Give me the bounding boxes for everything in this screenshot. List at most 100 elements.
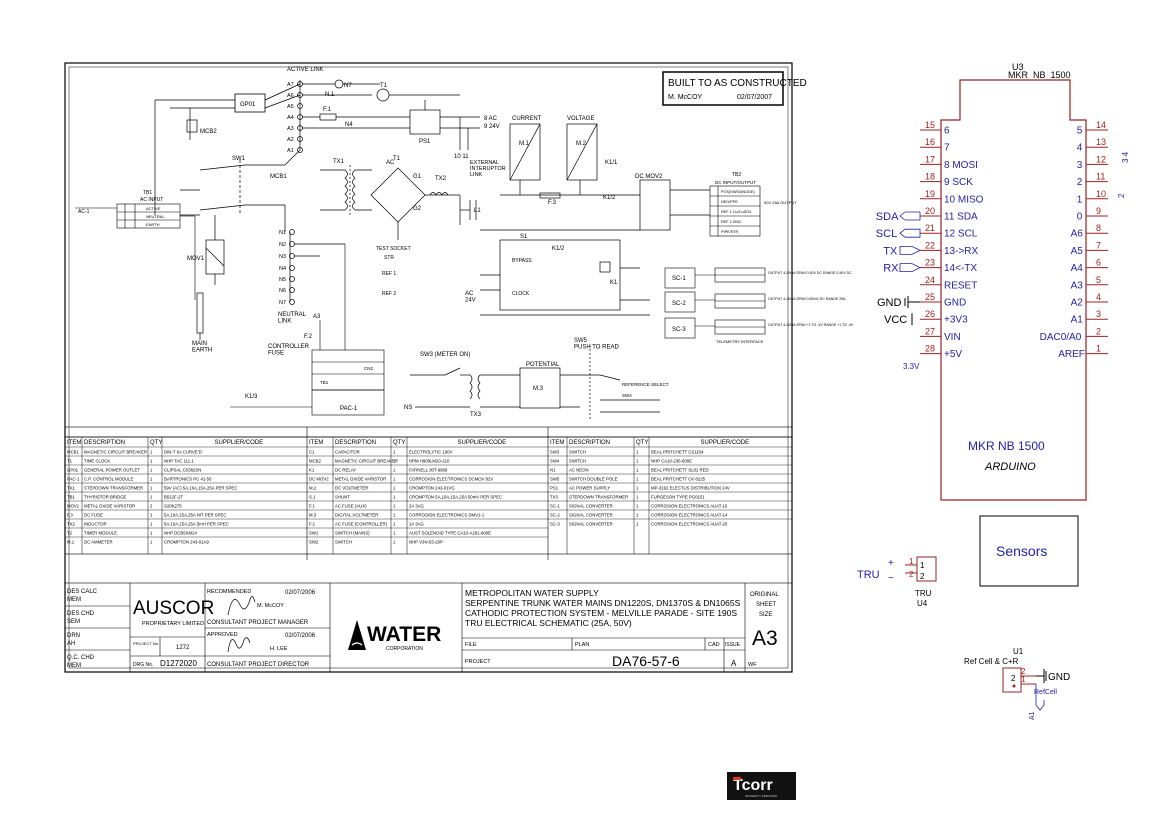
parts-table-cell: AC NEON	[569, 468, 589, 473]
recommended-label: RECOMMENDED	[207, 589, 251, 595]
mkr-pin-number: 11	[1096, 172, 1105, 182]
parts-table-cell: 1	[150, 513, 153, 518]
parts-table-header: QTY	[393, 440, 405, 446]
mem2-label: MEM	[67, 663, 81, 669]
mkr-pin-number: 8	[1096, 223, 1101, 233]
parts-table-cell: F.1	[309, 504, 315, 509]
tb2-row-label: NEG/PPE	[721, 200, 738, 204]
ac-label: AC	[386, 160, 395, 166]
parts-table-cell: SC-2	[550, 513, 560, 518]
ac8-label: 8 AC	[484, 116, 498, 122]
f1-label: F.1	[323, 107, 332, 113]
issue-label: ISSUE	[725, 642, 741, 648]
parts-table-cell: DC FUSE	[84, 513, 103, 518]
stamp-author: M. McCOY	[668, 94, 703, 101]
sw1-label: SW1	[232, 156, 246, 162]
parts-table-cell: FARNELL 30T-9968	[409, 468, 448, 473]
tb1-row-neutral: NEUTRAL	[146, 214, 165, 219]
tb2-row-label: PIPE/STR	[721, 230, 739, 234]
parts-table-cell: N1	[550, 468, 556, 473]
mkr-pin-name: A1	[1071, 315, 1084, 326]
sw4-label: SW4	[622, 393, 632, 398]
n-terminal-label: N2	[279, 242, 286, 248]
parts-table-cell: CORROSION ELECTRONICS DCMOV 82V	[409, 477, 493, 482]
a-terminal-label: A5	[287, 104, 294, 110]
parts-table-cell: DC RELAY	[335, 468, 356, 473]
parts-table-cell: T1	[67, 459, 73, 464]
ac-input-label: AC INPUT	[140, 197, 163, 203]
parts-table-cell: 1	[150, 540, 153, 545]
size-label: SIZE	[759, 612, 772, 618]
parts-table-cell: 1	[150, 477, 153, 482]
mkr-pin-number: 22	[925, 240, 935, 250]
mkr-pin-name: A4	[1071, 263, 1084, 274]
tru-plus: +	[888, 558, 894, 569]
refcell-pin-a: 2	[1021, 667, 1026, 676]
parts-table-cell: SHUNT	[335, 495, 350, 500]
file-label: FILE	[465, 642, 477, 648]
parts-table-cell: CAPACITOR	[335, 450, 360, 455]
mkr-pin-number: 13	[1096, 137, 1106, 147]
parts-table-cell: M.2	[309, 486, 317, 491]
project-no: 1272	[176, 645, 190, 651]
tru-minus: −	[888, 573, 894, 584]
mkr-pin-number: 3	[1096, 309, 1101, 319]
mkr-side-label-a: 3 4	[1121, 151, 1130, 163]
approved-label: APPROVED	[207, 632, 238, 638]
company-name: AUSCOR	[133, 598, 214, 619]
parts-table-cell: AC FUSE (CONTROLLER)	[335, 522, 388, 527]
mcb1-label: MCB1	[270, 174, 287, 180]
parts-table-header: SUPPLIER/CODE	[215, 440, 264, 446]
mkr-pin-name: A2	[1071, 298, 1084, 309]
tru-value: TRU	[915, 589, 932, 598]
sheet-size: A3	[752, 627, 778, 650]
mkr-pin-number: 26	[925, 309, 935, 319]
tcorr-logo-text: Tcorr	[733, 777, 773, 794]
parts-table-cell: GENERAL POWER OUTLET	[84, 468, 140, 473]
mkr-pin-number: 27	[925, 326, 935, 336]
parts-table-cell: 1	[636, 522, 639, 527]
parts-table-cell: 1	[150, 495, 153, 500]
n4-label: N4	[345, 122, 353, 128]
neutral-link-terminals	[289, 229, 345, 305]
stamp-title: BUILT TO AS CONSTRUCTED	[668, 78, 807, 89]
a3-label: A3	[313, 314, 321, 320]
parts-table-header: DESCRIPTION	[569, 440, 610, 446]
mkr-pin-name: 9 SCK	[944, 177, 973, 188]
tb2-out-label: 50V 25A OUTPUT	[764, 200, 797, 205]
tb2-row-label: REF 2 ZINC	[721, 220, 742, 224]
sc3-out-label: OUTPUT 4-20mA SPAN +1 TO -4V RANGE +1 TO…	[768, 323, 854, 327]
des-calc-label: DES CALC	[67, 589, 98, 595]
a-terminal-label: A3	[287, 126, 294, 132]
m1-label: M.1	[519, 141, 530, 147]
mkr-net-label: GND	[877, 297, 902, 309]
parts-table-cell: METAL OXIDE VARISTOR	[84, 504, 135, 509]
parts-table-cell: CLIPSAL C0382SN	[164, 468, 201, 473]
mkr-pin-number: 25	[925, 292, 935, 302]
k12-top-label: K1/2	[603, 195, 616, 201]
sc2-label: SC-2	[672, 301, 686, 307]
potential-label: POTENTIAL	[526, 362, 560, 368]
mkr-pin-number: 17	[925, 154, 935, 164]
mkr-pin-number: 6	[1096, 258, 1101, 268]
parts-table-header: ITEM	[67, 440, 81, 446]
parts-table-cell: SC-1	[550, 504, 560, 509]
tcorr-logo-sub: INTEGRITY SERVICES	[745, 794, 777, 798]
mkr-right-pins: 145134123112101908A67A56A45A34A23A12DAC0…	[1040, 120, 1108, 360]
mkr-pin-number: 1	[1096, 344, 1101, 354]
parts-table-cell: PS1	[550, 486, 559, 491]
mkr-board-name: MKR NB 1500	[968, 439, 1045, 453]
mkr-pin-name: 3	[1077, 160, 1083, 171]
parts-table-cell: NHP V3N-53-20P	[409, 540, 443, 545]
electrical-drawing: BUILT TO AS CONSTRUCTED M. McCOY 02/07/2…	[64, 62, 854, 673]
parts-table-cell: S20K275	[164, 504, 182, 509]
parts-table-cell: TX3	[550, 495, 558, 500]
tb1-row-active: ACTIVE	[146, 206, 161, 211]
parts-table-cell: SW1	[309, 531, 319, 536]
mkr-pin-name: 6	[944, 126, 950, 137]
as-constructed-stamp: BUILT TO AS CONSTRUCTED M. McCOY 02/07/2…	[662, 71, 807, 106]
refcell-a1: A1	[1029, 711, 1036, 720]
ref2-label: REF 2	[382, 291, 396, 297]
parts-table-cell: 1	[393, 522, 396, 527]
